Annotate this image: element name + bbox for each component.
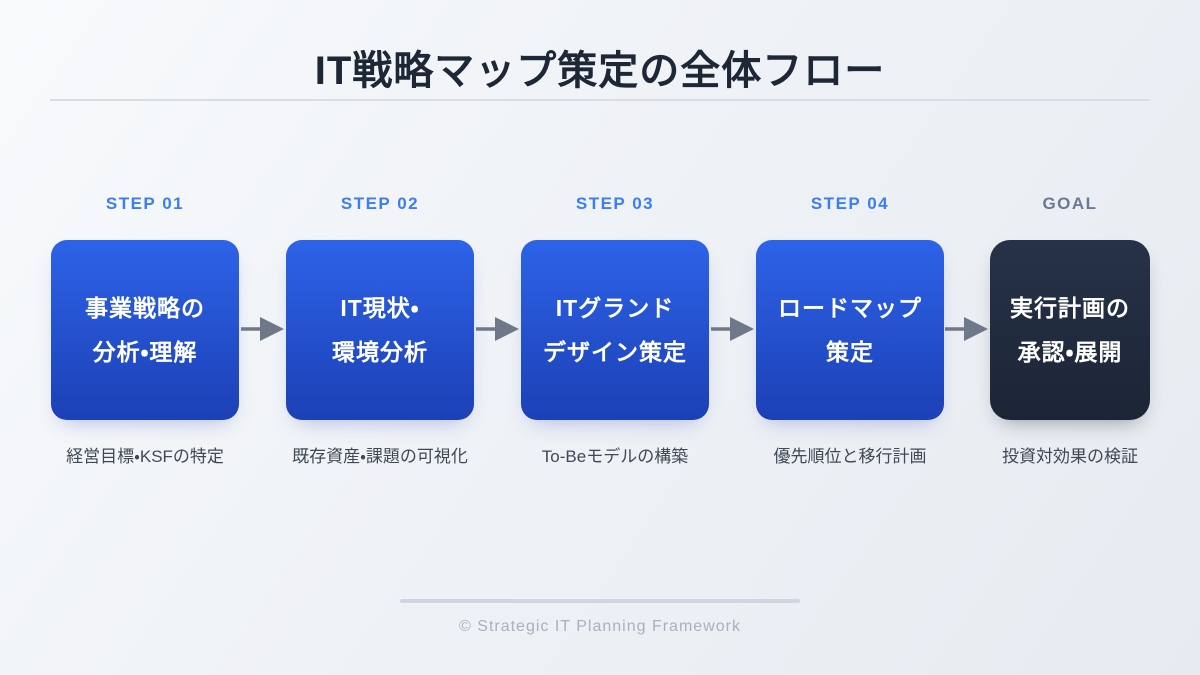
- step-01-description: 経営目標・KSFの特定: [66, 447, 224, 466]
- step-04-label: STEP 04: [810, 194, 890, 213]
- step-03-description: To-Beモデルの構築: [541, 447, 689, 466]
- goal-title-line1: 実行計画の: [1010, 295, 1130, 321]
- step-03-label: STEP 03: [575, 194, 655, 213]
- step-01-label: STEP 01: [105, 194, 185, 213]
- step-04-description: 優先順位と移行計画: [773, 447, 927, 466]
- title-divider: [50, 99, 1150, 101]
- step-01-card: 事業戦略の 分析・理解: [51, 240, 239, 420]
- footer-divider: [400, 599, 800, 603]
- step-02-card: IT現状・ 環境分析: [286, 240, 474, 420]
- step-03-title-line1: ITグランド: [555, 295, 675, 321]
- flow-step-04: STEP 04 ロードマップ 策定 優先順位と移行計画: [735, 194, 965, 467]
- goal-label: GOAL: [1042, 194, 1098, 213]
- flow-step-03: STEP 03 ITグランド デザイン策定 To-Beモデルの構築: [500, 194, 730, 467]
- step-03-card: ITグランド デザイン策定: [521, 240, 709, 420]
- footer-copyright: © Strategic IT Planning Framework: [459, 618, 741, 635]
- flow-step-01: STEP 01 事業戦略の 分析・理解 経営目標・KSFの特定: [30, 194, 260, 467]
- step-02-title-line1: IT現状・: [340, 295, 420, 321]
- arrow-right-icon: [711, 317, 754, 341]
- flow-step-02: STEP 02 IT現状・ 環境分析 既存資産・課題の可視化: [265, 194, 495, 467]
- step-02-label: STEP 02: [340, 194, 420, 213]
- step-02-title-line2: 環境分析: [332, 339, 428, 365]
- step-02-description: 既存資産・課題の可視化: [292, 447, 468, 466]
- arrow-right-icon: [945, 317, 988, 341]
- arrow-right-icon: [476, 317, 519, 341]
- step-01-title-line1: 事業戦略の: [85, 295, 205, 321]
- goal-title-line2: 承認・展開: [1017, 339, 1123, 365]
- goal-card: 実行計画の 承認・展開: [990, 240, 1150, 420]
- step-04-title-line1: ロードマップ: [778, 295, 922, 321]
- step-03-title-line2: デザイン策定: [543, 339, 687, 365]
- step-01-title-line2: 分析・理解: [92, 339, 198, 365]
- page-title: IT戦略マップ策定の全体フロー: [314, 49, 886, 93]
- arrow-right-icon: [241, 317, 284, 341]
- step-04-title-line2: 策定: [826, 339, 874, 365]
- goal-description: 投資対効果の検証: [1002, 447, 1138, 466]
- flow-step-goal: GOAL 実行計画の 承認・展開 投資対効果の検証: [955, 194, 1185, 467]
- step-04-card: ロードマップ 策定: [756, 240, 944, 420]
- flow-diagram: STEP 01 事業戦略の 分析・理解 経営目標・KSFの特定 STEP 02 …: [0, 194, 1200, 484]
